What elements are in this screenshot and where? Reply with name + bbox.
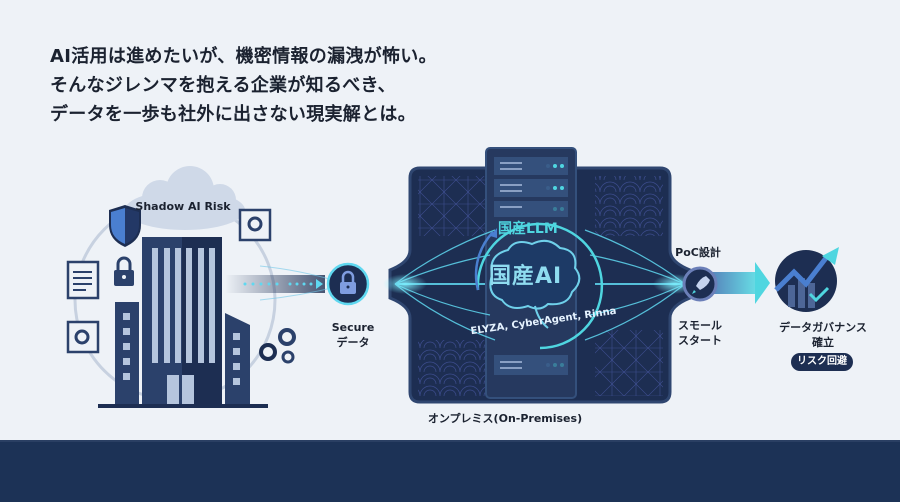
brain-icon <box>489 239 581 329</box>
domestic-llm-label: 国産LLM <box>498 221 558 237</box>
headline: AI活用は進めたいが、機密情報の漏洩が怖い。 そんなジレンマを抱える企業が知るべ… <box>50 42 437 129</box>
secure-label-line-1: Secure <box>331 321 375 334</box>
diagram-graphics <box>66 147 839 408</box>
settings-document-icon-top <box>238 208 272 242</box>
rocket-icon <box>692 276 710 294</box>
secure-node <box>326 262 370 306</box>
small-start-line-1: スモール <box>678 319 722 332</box>
headline-line-2: そんなジレンマを抱える企業が知るべき、 <box>50 75 396 96</box>
gears-icon <box>259 328 296 364</box>
governance-line-1: データガバナンス <box>779 321 867 334</box>
secure-label-line-2: データ <box>336 336 370 349</box>
governance-line-2: 確立 <box>812 336 834 349</box>
document-icon <box>66 260 100 300</box>
progress-arrow <box>710 262 770 304</box>
risk-avoidance-badge: リスク回避 <box>791 353 853 371</box>
poc-design-label: PoC設計 <box>675 246 721 259</box>
governance-node <box>774 247 839 312</box>
poc-node <box>682 266 718 302</box>
headline-line-3: データを一歩も社外に出さない現実解とは。 <box>50 104 416 125</box>
onprem-panel <box>383 147 697 404</box>
diagram: Shadow AI Risk Secure データ 国産LLM 国産AI ELY… <box>66 147 878 425</box>
building-icon <box>98 237 268 408</box>
governance-label: データガバナンス 確立 <box>768 320 878 350</box>
growth-chart-check-icon <box>774 247 839 308</box>
data-flow-arrow <box>225 265 341 301</box>
left-cluster <box>66 166 296 408</box>
headline-line-1: AI活用は進めたいが、機密情報の漏洩が怖い。 <box>50 46 437 67</box>
shadow-ai-risk-label: Shadow AI Risk <box>135 200 231 213</box>
small-start-label: スモール スタート <box>670 318 730 348</box>
footer-band <box>0 440 900 502</box>
cloud-icon <box>125 166 245 230</box>
onprem-caption: オンプレミス(On-Premises) <box>427 412 583 425</box>
lock-icon-secure <box>340 270 356 294</box>
small-start-line-2: スタート <box>678 334 722 347</box>
lock-icon <box>114 256 134 286</box>
shield-icon <box>109 205 141 247</box>
secure-data-label: Secure データ <box>318 320 388 350</box>
domestic-ai-label: 国産AI <box>489 264 563 289</box>
settings-document-icon <box>66 320 100 354</box>
